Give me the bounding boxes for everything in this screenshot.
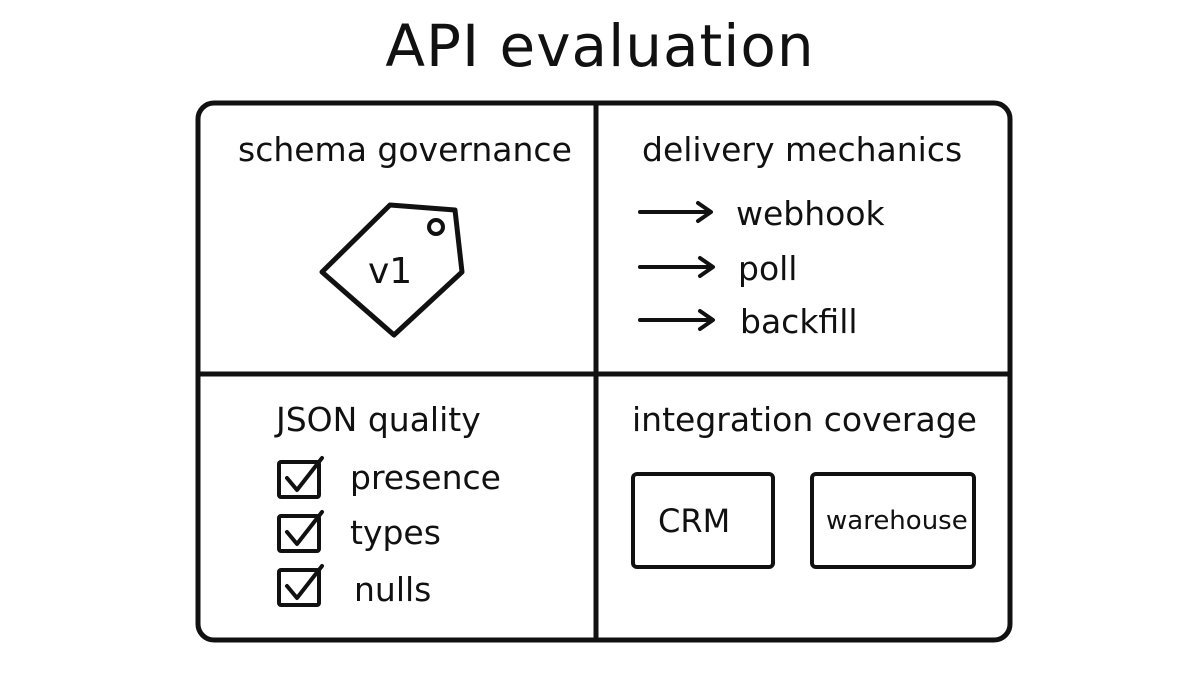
delivery-item-webhook: webhook: [736, 194, 885, 233]
json-item-presence: presence: [350, 458, 501, 497]
arrow-icon-poll: [638, 256, 715, 278]
box-warehouse: [810, 472, 976, 569]
box-crm: [631, 472, 775, 569]
diagram-title: API evaluation: [385, 12, 815, 80]
checkbox-icon-nulls: [277, 564, 324, 607]
panel-title-delivery-mechanics: delivery mechanics: [642, 130, 963, 169]
checkbox-icon-presence: [277, 456, 324, 499]
arrow-icon-webhook: [638, 201, 713, 223]
checkbox-icon-types: [277, 510, 324, 553]
json-item-types: types: [350, 513, 441, 552]
arrow-icon-backfill: [638, 309, 715, 331]
panel-title-integration-coverage: integration coverage: [632, 400, 977, 439]
outer-frame: [195, 100, 1013, 643]
tag-icon: [319, 202, 465, 338]
box-label-crm: CRM: [658, 502, 731, 540]
json-item-nulls: nulls: [354, 570, 432, 609]
box-label-warehouse: warehouse: [826, 506, 968, 536]
delivery-item-poll: poll: [738, 249, 798, 288]
panel-title-schema-governance: schema governance: [238, 130, 572, 169]
delivery-item-backfill: backfill: [740, 302, 858, 341]
panel-title-json-quality: JSON quality: [276, 400, 481, 439]
tag-label: v1: [368, 251, 413, 292]
